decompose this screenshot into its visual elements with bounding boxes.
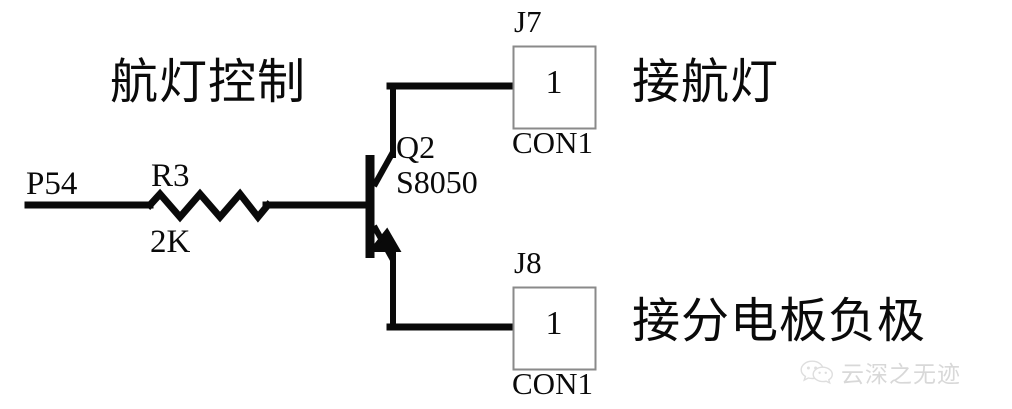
component-designator-j8: J8 bbox=[514, 245, 542, 280]
component-designator-q2: Q2 bbox=[396, 129, 436, 165]
connector-j8-body[interactable] bbox=[512, 286, 597, 371]
annotation-to-board-negative: 接分电板负极 bbox=[632, 293, 927, 349]
connector-j8-pin-number: 1 bbox=[545, 305, 563, 342]
component-designator-j7: J7 bbox=[514, 4, 542, 39]
connector-j7-pin-number: 1 bbox=[545, 64, 563, 101]
component-value-q2: S8050 bbox=[396, 164, 478, 200]
annotation-to-nav-light: 接航灯 bbox=[632, 54, 780, 110]
transistor-q2-emitter-arrow bbox=[367, 227, 402, 252]
component-value-r3: 2K bbox=[150, 224, 191, 260]
component-value-j8: CON1 bbox=[512, 366, 593, 401]
connector-j7-body[interactable] bbox=[512, 45, 597, 130]
transistor-q2-collector-lead bbox=[371, 150, 396, 188]
annotation-nav-light-control: 航灯控制 bbox=[110, 54, 307, 110]
component-designator-r3: R3 bbox=[151, 158, 190, 194]
net-label-p54: P54 bbox=[26, 166, 78, 202]
resistor-r3-symbol bbox=[145, 188, 273, 223]
component-value-j7: CON1 bbox=[512, 125, 593, 160]
